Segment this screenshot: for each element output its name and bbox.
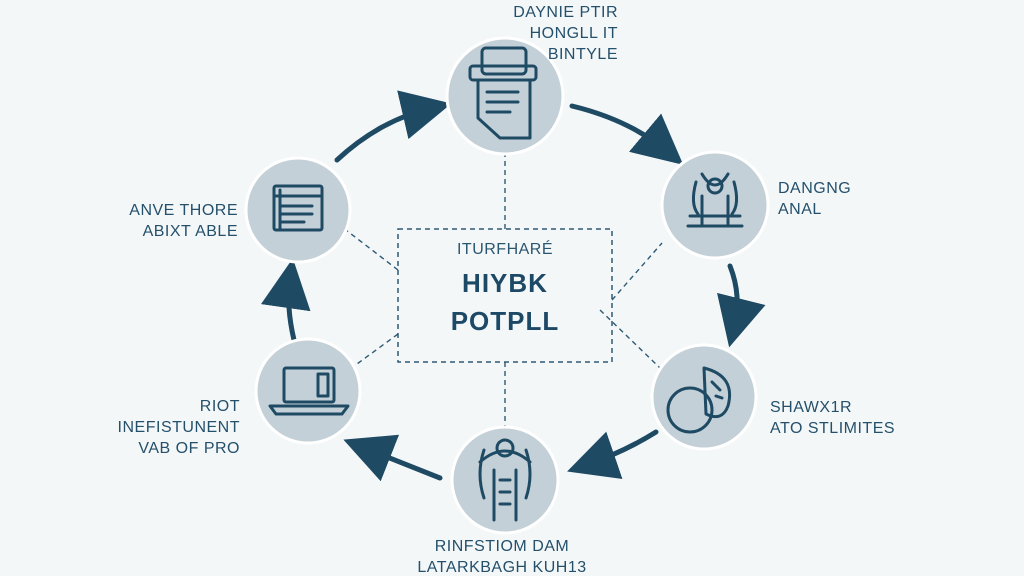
- pie-chart-icon: [666, 366, 731, 434]
- label-upper-left-line1: ANVE THORE: [129, 202, 238, 219]
- arrow-lowerright-to-bottom: [567, 429, 659, 479]
- node-lower-left: [254, 337, 362, 445]
- label-lower-left-line3: VAB OF PRO: [138, 440, 240, 457]
- label-top-line1: DAYNIE PTIR: [513, 4, 618, 21]
- arrow-bottom-to-lowerleft: [343, 434, 443, 482]
- arrow-upperleft-to-top: [334, 90, 452, 163]
- printer-document-icon: [468, 46, 538, 140]
- dashed-connectors: [345, 152, 663, 430]
- label-upper-right-line2: ANAL: [778, 201, 822, 218]
- label-top-line2: HONGLL IT: [529, 25, 618, 42]
- center-title-line2: POTPLL: [450, 306, 560, 336]
- label-upper-right-line1: DANGNG: [778, 180, 852, 197]
- connector-upper-left: [345, 229, 399, 271]
- node-bottom: [450, 425, 560, 535]
- people-group-icon: [686, 172, 744, 228]
- connector-lower-left: [345, 333, 399, 373]
- label-upper-right: DANGNG ANAL: [778, 178, 851, 220]
- node-lower-right: [650, 343, 758, 451]
- arrow-upperright-to-lowerright: [717, 263, 766, 348]
- arrow-top-to-upperright: [569, 103, 684, 165]
- connector-lower-right: [599, 309, 661, 369]
- label-bottom: RINFSTIOM DAM LATARKBAGH KUH13: [392, 536, 612, 576]
- node-upper-left: [244, 156, 352, 264]
- label-bottom-line2: LATARKBAGH KUH13: [417, 559, 587, 576]
- label-top: DAYNIE PTIR HONGLL IT BINTYLE: [512, 2, 618, 65]
- label-lower-right: SHAWX1R ATO STLIMITES: [770, 397, 895, 439]
- label-lower-left-line2: INEFISTUNENT: [117, 419, 240, 436]
- label-upper-left-line2: ABIXT ABLE: [142, 223, 238, 240]
- person-team-icon: [478, 438, 532, 522]
- connector-upper-right: [611, 242, 663, 301]
- label-lower-left-line1: RIOT: [199, 398, 240, 415]
- label-lower-right-line2: ATO STLIMITES: [770, 420, 896, 437]
- node-upper-right: [660, 150, 770, 260]
- center-title-line1: HIYBK: [462, 268, 548, 298]
- arrow-lowerleft-to-upperleft: [261, 258, 311, 343]
- label-lower-left: RIOT INEFISTUNENT VAB OF PRO: [100, 396, 240, 459]
- label-upper-left: ANVE THORE ABIXT ABLE: [100, 200, 238, 242]
- center-subtitle: ITURFHARÉ: [456, 241, 554, 258]
- label-bottom-line1: RINFSTIOM DAM: [434, 538, 570, 555]
- label-lower-right-line1: SHAWX1R: [770, 399, 853, 416]
- label-top-line3: BINTYLE: [547, 46, 618, 63]
- document-list-icon: [272, 184, 324, 232]
- node-top: [445, 36, 565, 156]
- cycle-arrows: [261, 90, 766, 482]
- laptop-icon: [268, 366, 350, 416]
